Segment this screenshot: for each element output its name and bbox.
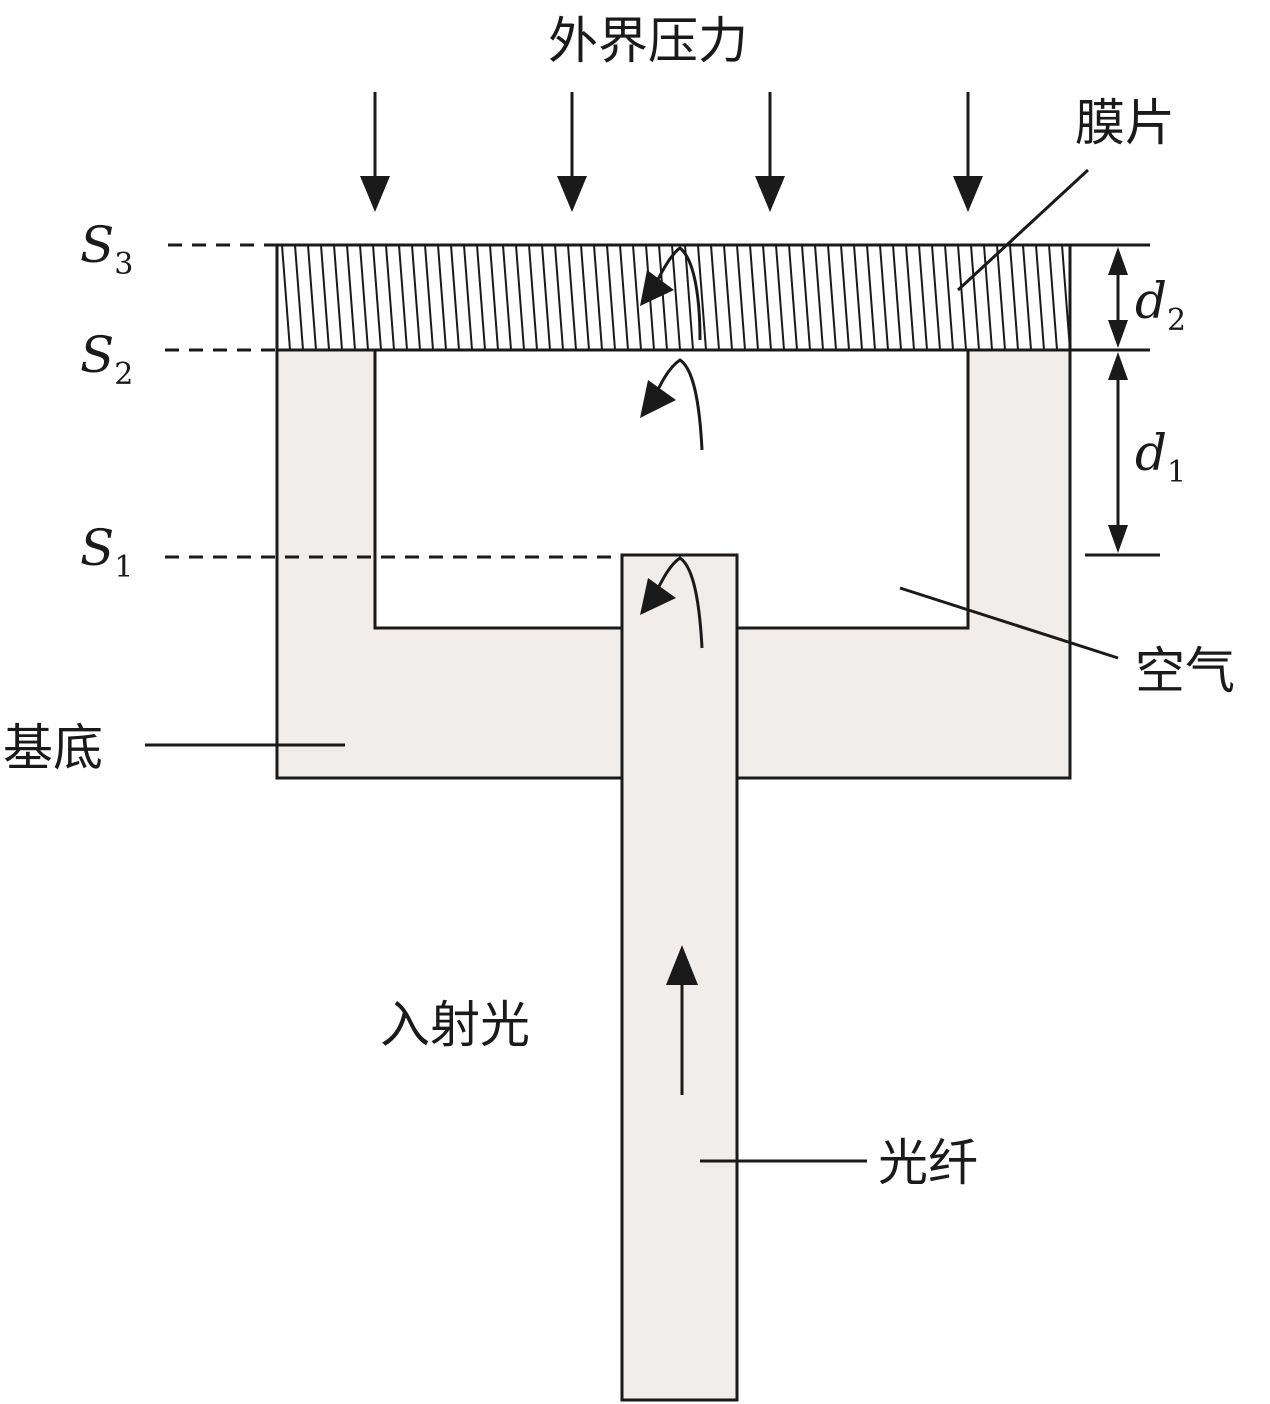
hatch-line <box>502 245 512 350</box>
hatch-line <box>580 245 590 350</box>
d1-arrow-up-icon <box>1108 352 1128 380</box>
hatch-line <box>736 245 746 350</box>
d2-arrow-up-icon <box>1108 247 1128 275</box>
hatch-line <box>450 245 460 350</box>
incident-light-label: 入射光 <box>380 996 530 1054</box>
pressure-arrow-icon <box>360 176 390 212</box>
substrate-label: 基底 <box>3 719 103 777</box>
hatch-line <box>411 245 421 350</box>
hatch-line <box>294 245 304 350</box>
hatch-line <box>632 245 642 350</box>
reflection-arrowhead-icon <box>640 380 676 418</box>
hatch-line <box>671 245 681 350</box>
air-label: 空气 <box>1135 642 1235 700</box>
reflection-arrowhead-icon <box>640 578 676 615</box>
hatch-line <box>1075 245 1083 350</box>
external-pressure-label: 外界压力 <box>548 12 748 70</box>
hatch-line <box>1022 245 1032 350</box>
hatch-line <box>515 245 525 350</box>
pressure-arrow-icon <box>953 176 983 212</box>
hatch-line <box>554 245 564 350</box>
hatch-line <box>307 245 317 350</box>
hatch-line <box>879 245 889 350</box>
pressure-arrows <box>360 92 983 212</box>
hatch-line <box>619 245 629 350</box>
d2-arrow-down-icon <box>1108 320 1128 348</box>
hatch-line <box>333 245 343 350</box>
pressure-arrow-icon <box>755 176 785 212</box>
hatch-line <box>528 245 538 350</box>
hatch-line <box>931 245 941 350</box>
reflection-arrowhead-icon <box>640 270 674 306</box>
hatch-line <box>944 245 954 350</box>
reflection-arrow-s1 <box>640 556 704 649</box>
hatch-line <box>814 245 824 350</box>
hatch-line <box>918 245 928 350</box>
hatch-line <box>1009 245 1019 350</box>
hatch-line <box>606 245 616 350</box>
hatch-line <box>866 245 876 350</box>
pressure-arrow-icon <box>557 176 587 212</box>
hatch-line <box>905 245 915 350</box>
hatch-line <box>957 245 967 350</box>
hatch-line <box>489 245 499 350</box>
hatch-line <box>476 245 486 350</box>
hatch-line <box>697 245 707 350</box>
hatch-line <box>775 245 785 350</box>
hatch-line <box>749 245 759 350</box>
fiber-label: 光纤 <box>878 1134 978 1192</box>
s3-label: S3 <box>80 216 133 282</box>
hatch-line <box>1048 245 1058 350</box>
air-leader-line <box>899 586 1119 660</box>
diaphragm-leader-line <box>956 168 1090 292</box>
hatch-line <box>1061 245 1070 350</box>
hatch-line <box>346 245 356 350</box>
diaphragm-hatching <box>277 245 1083 350</box>
incident-light-arrow-icon <box>666 945 698 985</box>
hatch-line <box>281 245 291 350</box>
hatch-line <box>1035 245 1045 350</box>
optical-fiber <box>620 553 739 1402</box>
hatch-line <box>853 245 863 350</box>
diaphragm-label: 膜片 <box>1075 94 1175 152</box>
reflection-arrow-s3 <box>640 246 702 341</box>
s2-label: S2 <box>80 326 133 392</box>
hatch-line <box>593 245 603 350</box>
hatch-line <box>801 245 811 350</box>
hatch-line <box>840 245 850 350</box>
hatch-line <box>723 245 733 350</box>
hatch-line <box>892 245 902 350</box>
hatch-line <box>372 245 382 350</box>
hatch-line <box>658 245 668 350</box>
hatch-line <box>359 245 369 350</box>
hatch-line <box>710 245 720 350</box>
hatch-line <box>996 245 1006 350</box>
hatch-line <box>762 245 772 350</box>
hatch-line <box>385 245 395 350</box>
hatch-line <box>541 245 551 350</box>
d1-label: d1 <box>1135 424 1186 490</box>
hatch-line <box>827 245 837 350</box>
hatch-line <box>970 245 980 350</box>
d2-label: d2 <box>1135 272 1186 338</box>
hatch-line <box>463 245 473 350</box>
hatch-line <box>398 245 408 350</box>
hatch-line <box>437 245 447 350</box>
reflection-arrow-s2 <box>640 358 704 451</box>
hatch-line <box>788 245 798 350</box>
d1-arrow-down-icon <box>1108 525 1128 553</box>
hatch-line <box>424 245 434 350</box>
hatch-line <box>684 245 694 350</box>
hatch-line <box>567 245 577 350</box>
hatch-line <box>320 245 330 350</box>
hatch-line <box>983 245 993 350</box>
s1-label: S1 <box>80 519 133 585</box>
